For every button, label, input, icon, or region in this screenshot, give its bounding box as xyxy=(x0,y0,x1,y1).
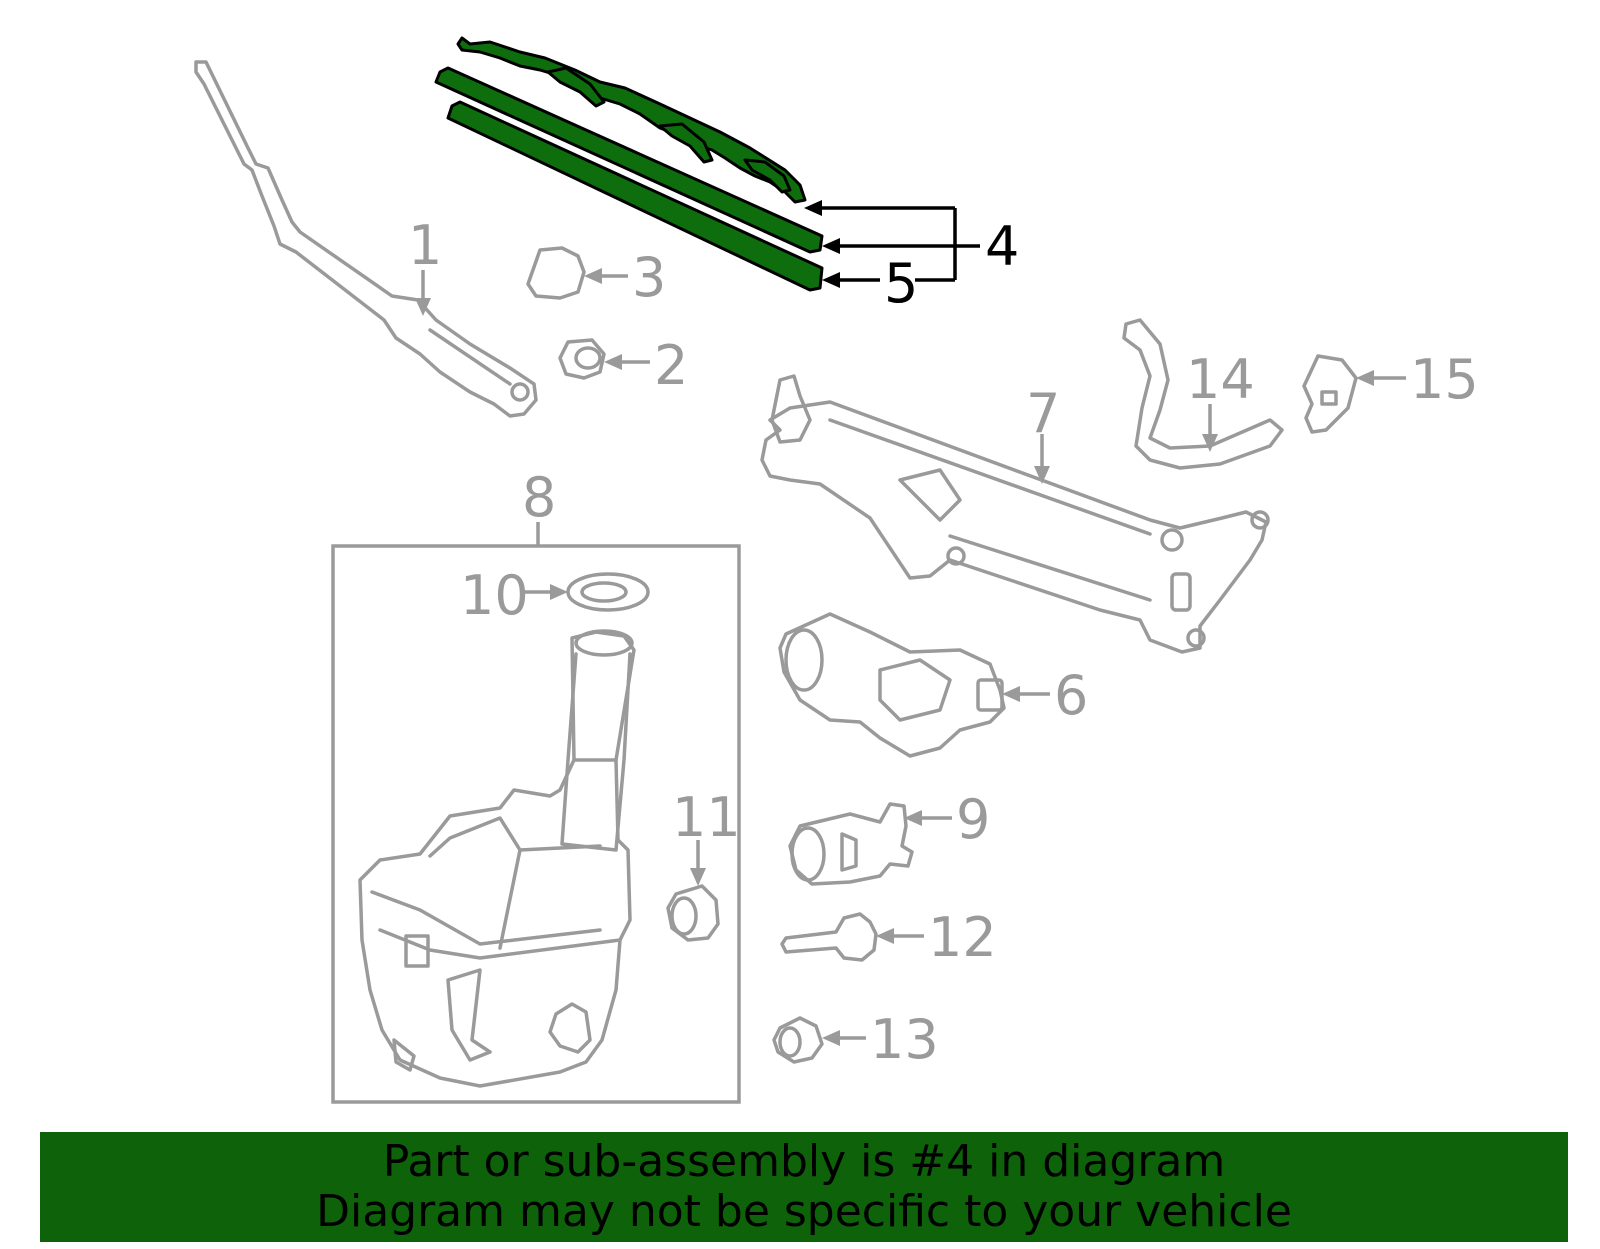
wiper-arm[interactable] xyxy=(194,60,538,418)
callout-15: 15 xyxy=(1410,348,1479,411)
wiper-motor[interactable] xyxy=(778,612,1006,758)
info-banner: Part or sub-assembly is #4 in diagram Di… xyxy=(40,1132,1568,1242)
callout-14: 14 xyxy=(1186,348,1255,411)
callout-5: 5 xyxy=(884,252,918,315)
pivot-cap[interactable] xyxy=(526,246,586,300)
washer-pump[interactable] xyxy=(788,802,914,886)
callout-6: 6 xyxy=(1054,664,1088,727)
pump-grommet[interactable] xyxy=(772,1016,824,1064)
callout-4-5-leaders xyxy=(804,200,980,288)
filler-seal[interactable] xyxy=(566,572,650,612)
callout-3: 3 xyxy=(632,246,666,309)
banner-line-2: Diagram may not be specific to your vehi… xyxy=(316,1186,1292,1237)
pump-connector[interactable] xyxy=(780,912,878,962)
reservoir-assembly-box[interactable] xyxy=(331,544,741,1104)
wiper-blade-assembly[interactable] xyxy=(434,36,824,292)
callout-8: 8 xyxy=(522,466,556,529)
wiper-blade-rubber[interactable] xyxy=(434,66,824,254)
banner-line-1: Part or sub-assembly is #4 in diagram xyxy=(382,1136,1226,1187)
washer-hose[interactable] xyxy=(1122,318,1284,470)
parts-diagram: 4 5 1 3 2 7 14 xyxy=(194,36,1479,1104)
callout-11: 11 xyxy=(672,786,741,849)
callout-13: 13 xyxy=(870,1008,939,1071)
callout-9: 9 xyxy=(956,788,990,851)
callout-7: 7 xyxy=(1026,382,1060,445)
washer-reservoir[interactable] xyxy=(358,629,636,1088)
pivot-nut[interactable] xyxy=(558,338,606,380)
callout-2: 2 xyxy=(654,334,688,397)
tank-grommet[interactable] xyxy=(666,884,720,942)
callout-10: 10 xyxy=(460,564,529,627)
callout-12: 12 xyxy=(928,906,997,969)
callout-1: 1 xyxy=(408,214,442,277)
washer-nozzle[interactable] xyxy=(1302,354,1358,434)
wiper-linkage[interactable] xyxy=(760,374,1270,654)
wiper-blade-frame[interactable] xyxy=(456,36,807,204)
wiper-blade-refill[interactable] xyxy=(446,100,824,292)
callout-4: 4 xyxy=(985,215,1019,278)
